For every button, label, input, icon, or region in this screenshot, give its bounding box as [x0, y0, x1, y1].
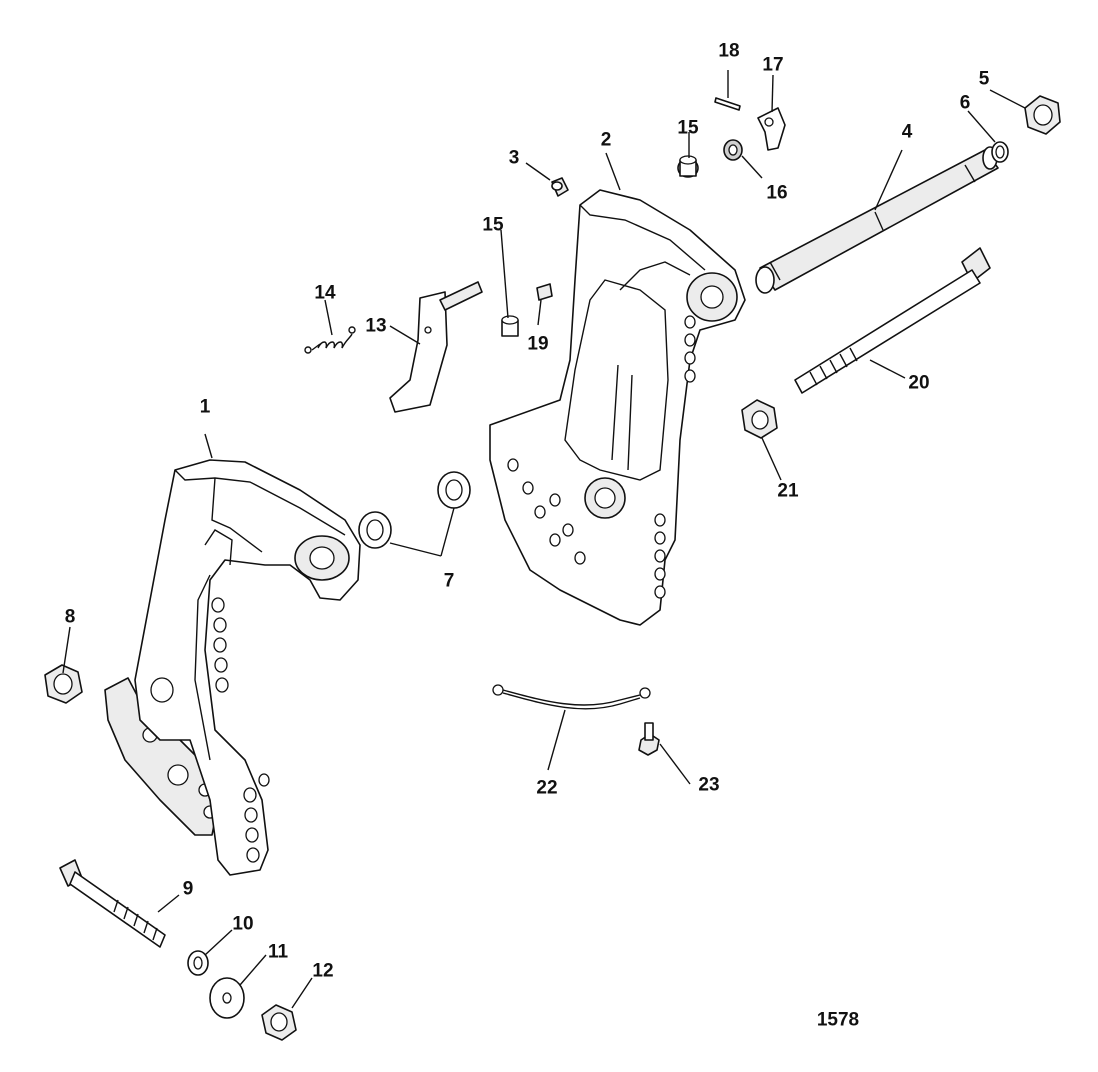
callout-2: 2	[600, 129, 612, 151]
clamp-bolt	[59, 859, 166, 948]
thrust-washers	[358, 471, 471, 549]
tilt-tube	[755, 146, 999, 294]
clamp-bracket-right	[489, 189, 746, 626]
callout-3: 3	[508, 147, 520, 169]
leader-lines	[62, 70, 1026, 1009]
callout-23: 23	[698, 774, 720, 796]
callout-1: 1	[199, 396, 211, 418]
callout-15-upper: 15	[677, 117, 699, 139]
callout-15-lower: 15	[482, 214, 504, 236]
tilt-tube-nut-right	[1024, 95, 1061, 135]
callout-20: 20	[908, 372, 930, 394]
roll-pin	[714, 97, 741, 111]
callout-12: 12	[312, 960, 334, 982]
callout-17: 17	[762, 54, 784, 76]
pivot-bolt-nut	[741, 399, 778, 439]
locknut-left	[44, 664, 83, 704]
callout-5: 5	[978, 68, 990, 90]
strap-screw	[638, 722, 660, 756]
callout-9: 9	[182, 878, 194, 900]
callout-13: 13	[365, 315, 387, 337]
callout-11: 11	[267, 941, 289, 963]
grease-fitting	[551, 177, 569, 197]
tilt-tube-washer	[991, 141, 1009, 163]
tilt-lock-lever	[389, 281, 483, 413]
callout-22: 22	[536, 777, 558, 799]
lock-washer	[187, 950, 209, 976]
callout-19: 19	[527, 333, 549, 355]
lever-spring	[304, 326, 356, 354]
callout-8: 8	[64, 606, 76, 628]
callout-21: 21	[777, 480, 799, 502]
lock-spring	[723, 139, 743, 161]
callout-18: 18	[718, 40, 740, 62]
flat-washer	[209, 977, 245, 1019]
lock-cam	[757, 107, 786, 151]
clamp-bracket-left	[104, 459, 361, 876]
callout-7: 7	[443, 570, 455, 592]
callout-10: 10	[232, 913, 254, 935]
callout-14: 14	[314, 282, 336, 304]
callout-4: 4	[901, 121, 913, 143]
small-pin	[536, 283, 553, 301]
ground-strap	[492, 684, 651, 710]
bushing-lower	[501, 315, 519, 337]
callout-16: 16	[766, 182, 788, 204]
callout-6: 6	[959, 92, 971, 114]
pivot-bolt	[794, 247, 991, 394]
figure-number: 1578	[816, 1009, 860, 1031]
locknut-bottom	[261, 1004, 297, 1041]
bushing-upper	[677, 155, 699, 178]
